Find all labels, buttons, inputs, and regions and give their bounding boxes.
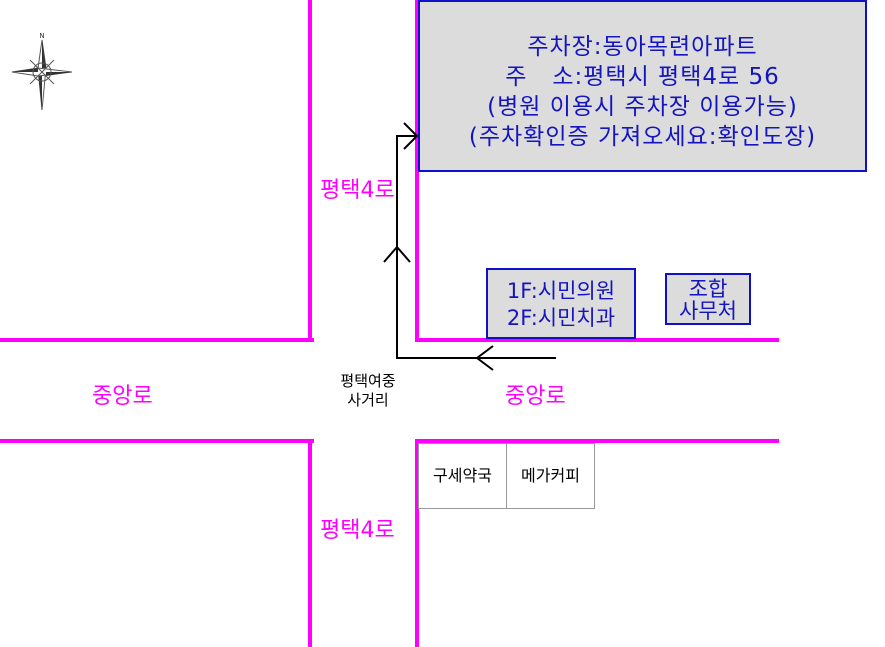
road-label-jungangro-right: 중앙로 xyxy=(505,384,566,409)
parking-address: 주 소:평택시 평택4로 56 xyxy=(505,64,780,90)
junction-label-line1: 평택여중 xyxy=(340,372,396,390)
road-edge-jungangro-south-west xyxy=(0,439,314,443)
arrow-head-east xyxy=(403,122,419,150)
road-edge-4ro-east-south xyxy=(415,439,419,647)
road-edge-4ro-west-north xyxy=(308,0,312,342)
arrow-head-west xyxy=(475,345,494,371)
road-label-4ro-top: 평택4로 xyxy=(320,178,395,203)
union-office-line1: 조합 xyxy=(688,277,728,301)
junction-label-line2: 사거리 xyxy=(347,391,389,409)
route-path xyxy=(383,122,556,371)
road-edge-4ro-east-north xyxy=(415,0,419,342)
road-edge-jungangro-north-east xyxy=(415,338,779,342)
compass-rose-icon: N xyxy=(11,32,73,111)
union-office-box: 조합 사무처 xyxy=(665,273,751,325)
road-edge-4ro-west-south xyxy=(308,439,312,647)
shop-pharmacy: 구세약국 xyxy=(418,443,507,509)
clinic-floor-1: 1F:시민의원 xyxy=(506,279,616,303)
parking-info-box: 주차장:동아목련아파트 주 소:평택시 평택4로 56 (병원 이용시 주차장 … xyxy=(418,0,867,172)
arrow-head-north xyxy=(383,245,411,263)
road-edge-jungangro-south-east xyxy=(415,439,779,443)
shop-coffee: 메가커피 xyxy=(506,443,595,509)
parking-note-hospital: (병원 이용시 주차장 이용가능) xyxy=(487,94,798,120)
compass-north-label: N xyxy=(39,32,44,40)
union-office-line2: 사무처 xyxy=(679,299,737,323)
parking-name: 주차장:동아목련아파트 xyxy=(527,34,758,60)
clinic-floor-2: 2F:시민치과 xyxy=(506,306,616,330)
road-label-4ro-bottom: 평택4로 xyxy=(320,518,395,543)
road-label-jungangro-left: 중앙로 xyxy=(92,384,153,409)
clinic-building-box: 1F:시민의원 2F:시민치과 xyxy=(486,268,636,339)
junction-label: 평택여중 사거리 xyxy=(318,372,418,410)
parking-note-stamp: (주차확인증 가져오세요:확인도장) xyxy=(468,124,817,150)
route-line xyxy=(396,135,556,359)
road-edge-jungangro-north-west xyxy=(0,338,314,342)
